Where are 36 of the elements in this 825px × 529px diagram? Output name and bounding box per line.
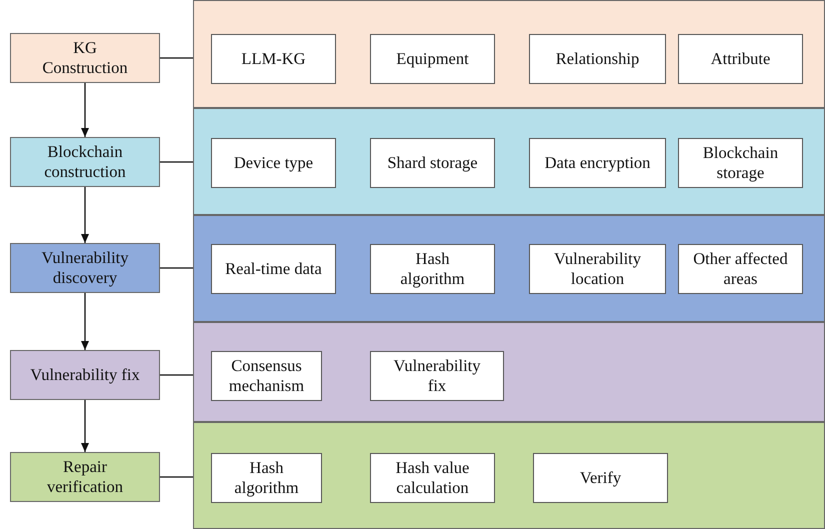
item-box: Device type	[211, 138, 336, 188]
item-box: Hash algorithm	[211, 453, 322, 503]
arrow	[81, 293, 89, 350]
arrow	[81, 83, 89, 137]
layer-band	[193, 108, 825, 215]
item-box: Data encryption	[529, 138, 666, 188]
connector-line	[160, 476, 193, 478]
connector-line	[160, 57, 193, 59]
item-box: Consensus mechanism	[211, 351, 322, 401]
item-box: LLM-KG	[211, 34, 336, 84]
layer-band	[193, 422, 825, 529]
arrow	[81, 187, 89, 243]
item-box: Vulnerability location	[529, 244, 666, 294]
arrow	[81, 400, 89, 452]
process-box: Vulnerability fix	[10, 350, 160, 400]
item-box: Real-time data	[211, 244, 336, 294]
item-box: Vulnerability fix	[370, 351, 504, 401]
item-box: Attribute	[678, 34, 803, 84]
item-box: Other affected areas	[678, 244, 803, 294]
connector-line	[160, 161, 193, 163]
item-box: Hash algorithm	[370, 244, 495, 294]
process-box: Vulnerability discovery	[10, 243, 160, 293]
layer-band	[193, 322, 825, 422]
item-box: Equipment	[370, 34, 495, 84]
item-box: Verify	[533, 453, 668, 503]
layer-band	[193, 0, 825, 108]
item-box: Blockchain storage	[678, 138, 803, 188]
process-box: KG Construction	[10, 33, 160, 83]
process-box: Blockchain construction	[10, 137, 160, 187]
item-box: Hash value calculation	[370, 453, 495, 503]
connector-line	[160, 374, 193, 376]
connector-line	[160, 267, 193, 269]
layer-band	[193, 215, 825, 322]
item-box: Shard storage	[370, 138, 495, 188]
item-box: Relationship	[529, 34, 666, 84]
process-box: Repair verification	[10, 452, 160, 502]
